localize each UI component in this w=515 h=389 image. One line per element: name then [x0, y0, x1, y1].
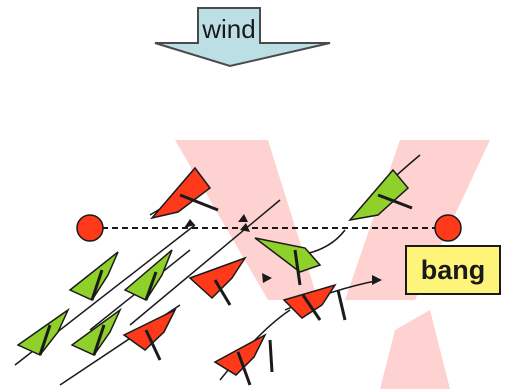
- starboard-boat: [254, 237, 322, 286]
- starboard-boat: [70, 307, 122, 356]
- starboard-boat: [16, 307, 70, 356]
- port-boat: [122, 308, 177, 361]
- port-boat: [188, 256, 247, 306]
- port-boat: [149, 166, 219, 220]
- starboard-boats: [16, 168, 413, 356]
- port-boat: [282, 283, 347, 321]
- wind-arrow: [154, 7, 331, 68]
- starboard-boat: [68, 251, 119, 301]
- starboard-boat: [123, 249, 173, 301]
- starboard-boat: [348, 168, 413, 222]
- pin-end-buoy: [76, 214, 104, 242]
- start-signal-label: bang: [405, 245, 501, 295]
- port-boat: [213, 333, 274, 386]
- track-arrowheads: [184, 214, 382, 285]
- wind-label: wind: [202, 13, 256, 44]
- committee-end-buoy: [434, 214, 462, 242]
- port-boats: [122, 166, 347, 386]
